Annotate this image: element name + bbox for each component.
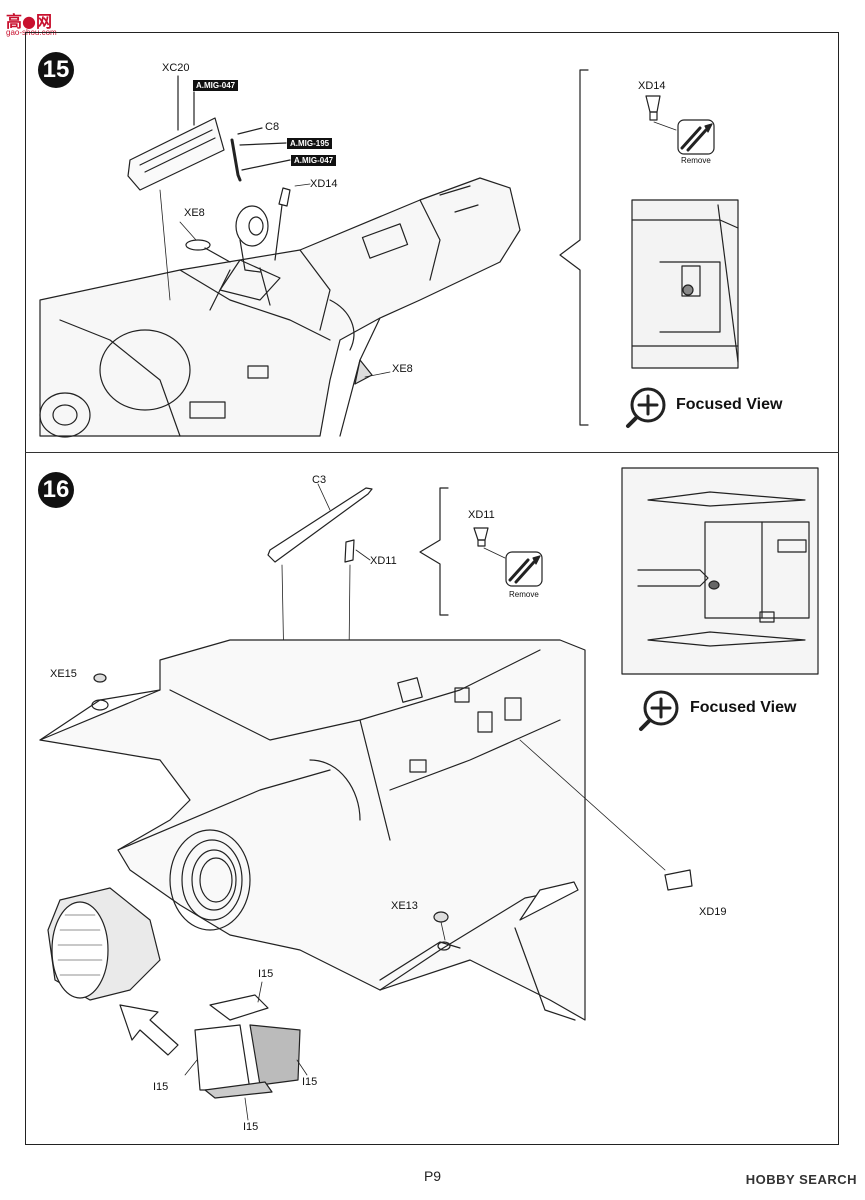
focused-view-text-16: Focused View [690, 699, 797, 716]
remove-label-15: Remove [681, 156, 711, 165]
page-frame [25, 32, 839, 1145]
part-label-xe13: XE13 [391, 900, 418, 912]
xc20-panel-drawing [127, 75, 225, 301]
magnifier-icon-15 [626, 387, 666, 428]
callout-part-label-xd11: XD11 [468, 509, 495, 521]
page-number: P9 [423, 1168, 442, 1184]
part-label-i15-a: I15 [258, 968, 274, 980]
xd11-callout-part [473, 527, 506, 559]
step15-callout-bracket [559, 69, 589, 426]
focused-view-panel-15 [631, 199, 739, 369]
step16-aircraft-drawing [39, 639, 693, 1021]
part-label-i15-b: I15 [302, 1076, 318, 1088]
part-label-i15-c: I15 [153, 1081, 169, 1093]
focused-view-text-15: Focused View [676, 396, 783, 413]
focused-view-label-15: Focused View [676, 396, 782, 414]
part-label-xe15: XE15 [50, 668, 77, 680]
remove-label-16: Remove [509, 590, 539, 599]
xd14-callout-part [645, 95, 677, 131]
site-logo-text: 高●网 [6, 12, 52, 31]
exhaust-ring-drawing [169, 829, 251, 931]
step16-callout-bracket [419, 487, 449, 616]
part-label-i15-d: I15 [243, 1121, 259, 1133]
step-divider [25, 452, 839, 453]
step-15-badge: 15 [38, 52, 74, 88]
magnifier-icon-16 [639, 690, 679, 731]
part-label-xd14: XD14 [310, 178, 338, 190]
part-label-xd19: XD19 [699, 906, 727, 918]
part-label-xe8-side: XE8 [392, 363, 413, 375]
xe8-disk-drawing [179, 221, 391, 378]
part-label-c8: C8 [265, 121, 280, 133]
step15-fuselage-drawing [39, 177, 521, 438]
exhaust-nozzle-drawing [47, 887, 161, 1001]
focused-view-panel-16 [621, 467, 819, 675]
part-label-xe8-top: XE8 [184, 207, 205, 219]
direction-arrow [119, 1004, 179, 1056]
remove-icon-16 [505, 551, 543, 587]
washer-parts-drawing [93, 673, 449, 941]
part-label-xd11: XD11 [370, 555, 397, 567]
nose-wheel-drawing [235, 183, 311, 273]
remove-icon-15 [677, 119, 715, 155]
paint-code-mig047-a: A.MIG-047 [193, 80, 239, 91]
part-label-xc20: XC20 [162, 62, 190, 74]
part-label-c3: C3 [312, 474, 327, 486]
hobby-search-logo: HOBBY SEARCH [745, 1172, 857, 1187]
c8-strut-drawing [230, 127, 291, 182]
paint-code-mig047-b: A.MIG-047 [291, 155, 337, 166]
i15-parts-drawing [184, 981, 308, 1121]
step-16-badge: 16 [38, 472, 74, 508]
focused-view-label-16: Focused View [690, 699, 796, 717]
paint-code-mig195: A.MIG-195 [287, 138, 333, 149]
callout-part-label-xd14: XD14 [638, 80, 666, 92]
